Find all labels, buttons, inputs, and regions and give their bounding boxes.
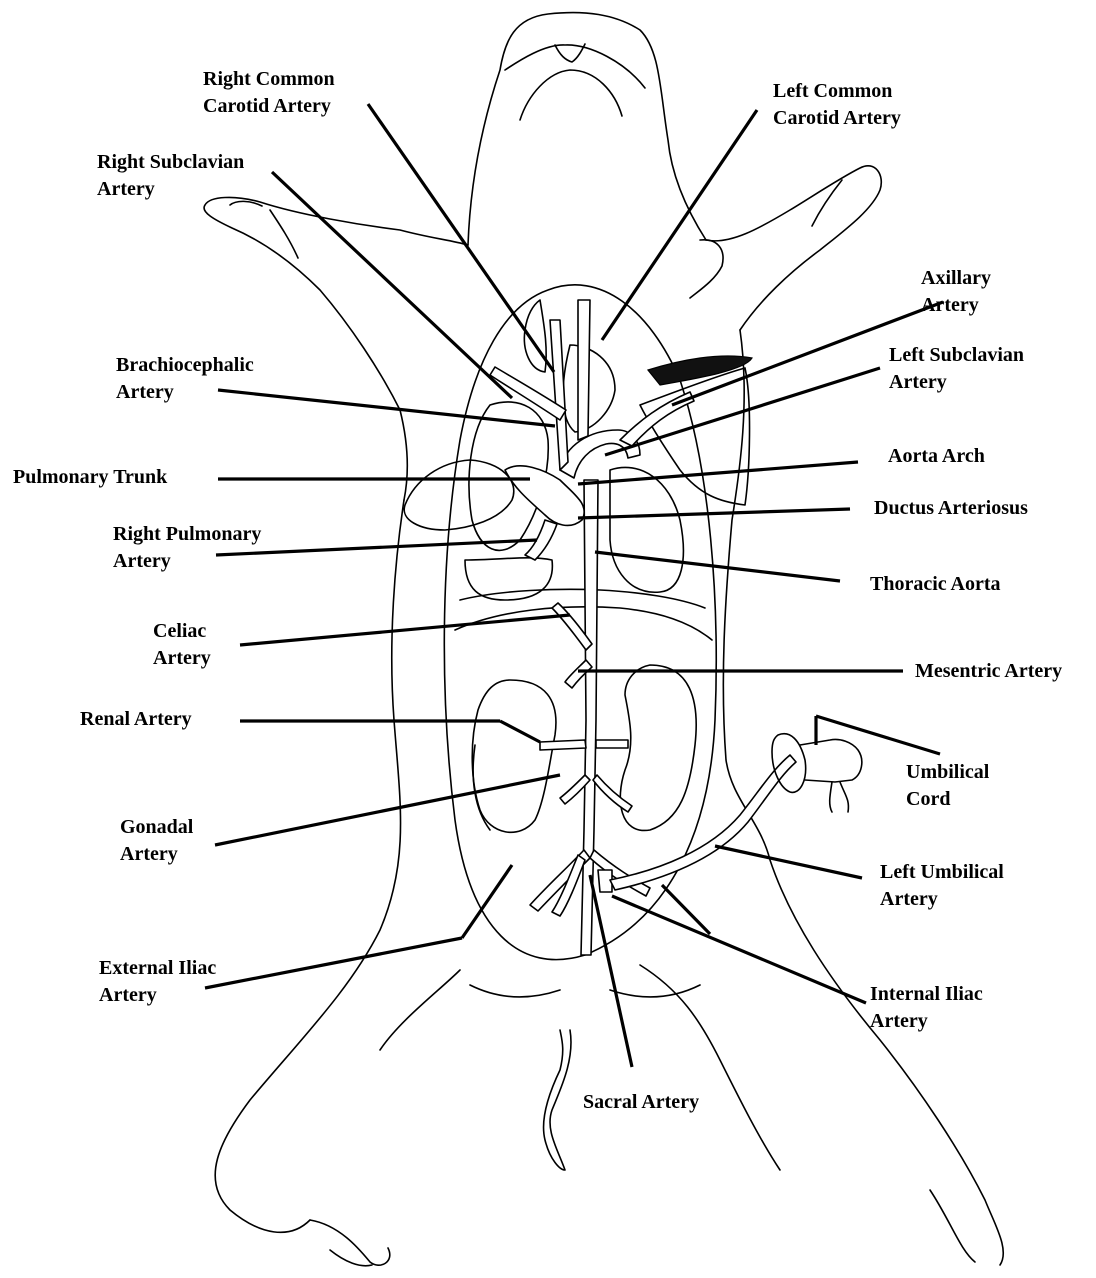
label-axillary-artery: Axillary Artery	[921, 265, 991, 319]
label-ductus-arteriosus: Ductus Arteriosus	[874, 495, 1028, 522]
label-line: Carotid Artery	[203, 93, 335, 120]
label-line: Artery	[113, 548, 261, 575]
label-line: Right Pulmonary	[113, 521, 261, 548]
label-right-pulmonary-artery: Right Pulmonary Artery	[113, 521, 261, 575]
label-sacral-artery: Sacral Artery	[583, 1089, 699, 1116]
label-line: Axillary	[921, 265, 991, 292]
label-line: Artery	[99, 982, 216, 1009]
label-mesentric-artery: Mesentric Artery	[915, 658, 1062, 685]
label-line: Internal Iliac	[870, 981, 983, 1008]
label-line: Mesentric Artery	[915, 658, 1062, 685]
leader-lines	[205, 104, 943, 1067]
label-line: Renal Artery	[80, 706, 192, 733]
arterial-system	[490, 300, 862, 955]
label-brachiocephalic-artery: Brachiocephalic Artery	[116, 352, 254, 406]
label-left-subclavian-artery: Left Subclavian Artery	[889, 342, 1024, 396]
label-line: Thoracic Aorta	[870, 571, 1001, 598]
label-line: Brachiocephalic	[116, 352, 254, 379]
label-line: Artery	[889, 369, 1024, 396]
label-external-iliac-artery: External Iliac Artery	[99, 955, 216, 1009]
label-right-common-carotid-artery: Right Common Carotid Artery	[203, 66, 335, 120]
label-renal-artery: Renal Artery	[80, 706, 192, 733]
label-right-subclavian-artery: Right Subclavian Artery	[97, 149, 244, 203]
label-celiac-artery: Celiac Artery	[153, 618, 211, 672]
label-thoracic-aorta: Thoracic Aorta	[870, 571, 1001, 598]
label-line: Ductus Arteriosus	[874, 495, 1028, 522]
label-line: Gonadal	[120, 814, 193, 841]
label-line: Carotid Artery	[773, 105, 901, 132]
label-left-umbilical-artery: Left Umbilical Artery	[880, 859, 1004, 913]
label-line: Pulmonary Trunk	[13, 464, 167, 491]
label-line: Artery	[97, 176, 244, 203]
label-aorta-arch: Aorta Arch	[888, 443, 985, 470]
label-line: Right Common	[203, 66, 335, 93]
label-line: Left Umbilical	[880, 859, 1004, 886]
label-line: Sacral Artery	[583, 1089, 699, 1116]
label-umbilical-cord: Umbilical Cord	[906, 759, 989, 813]
label-internal-iliac-artery: Internal Iliac Artery	[870, 981, 983, 1035]
label-line: Right Subclavian	[97, 149, 244, 176]
label-line: Cord	[906, 786, 989, 813]
label-left-common-carotid-artery: Left Common Carotid Artery	[773, 78, 901, 132]
label-line: Artery	[880, 886, 1004, 913]
pig-body-outline	[204, 13, 1003, 1266]
label-line: Umbilical	[906, 759, 989, 786]
label-line: Celiac	[153, 618, 211, 645]
label-line: Left Common	[773, 78, 901, 105]
label-line: Artery	[116, 379, 254, 406]
label-line: Left Subclavian	[889, 342, 1024, 369]
label-line: Artery	[921, 292, 991, 319]
label-line: External Iliac	[99, 955, 216, 982]
label-line: Artery	[153, 645, 211, 672]
label-pulmonary-trunk: Pulmonary Trunk	[13, 464, 167, 491]
label-gonadal-artery: Gonadal Artery	[120, 814, 193, 868]
label-line: Artery	[120, 841, 193, 868]
label-line: Aorta Arch	[888, 443, 985, 470]
label-line: Artery	[870, 1008, 983, 1035]
